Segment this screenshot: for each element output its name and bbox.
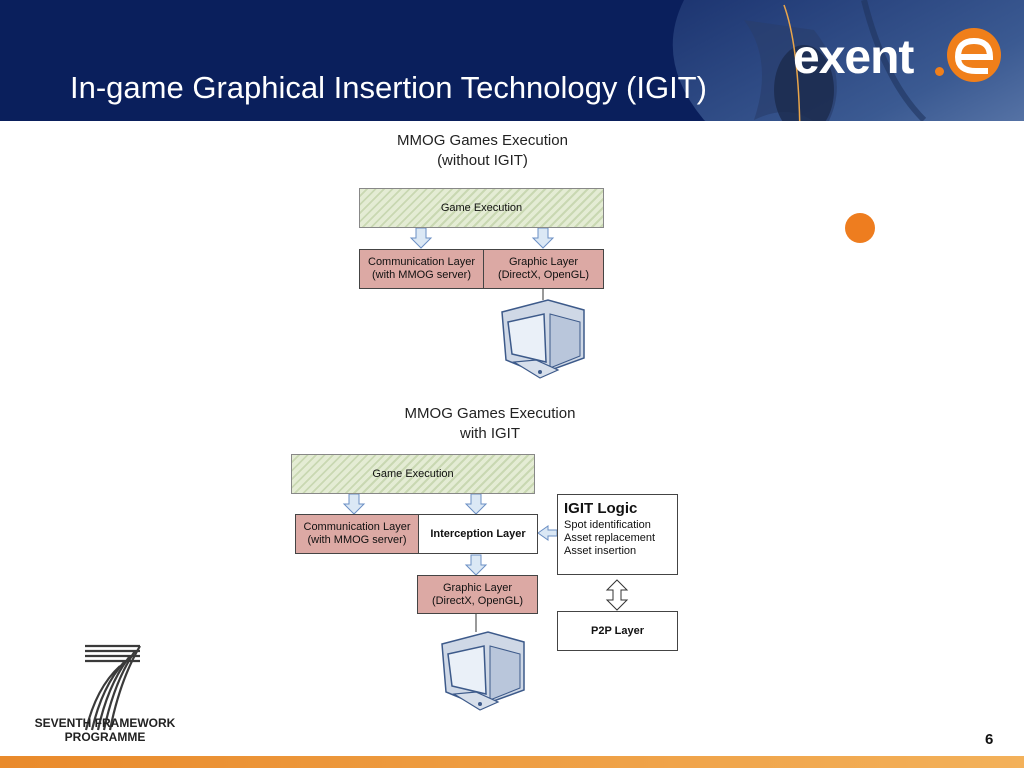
arrow-down-icon <box>465 554 487 576</box>
box-label: (DirectX, OpenGL) <box>431 594 524 607</box>
top-diagram-heading: MMOG Games Execution (without IGIT) <box>360 131 605 171</box>
graphic-layer-box: Graphic Layer (DirectX, OpenGL) <box>483 249 604 289</box>
header-banner: In-game Graphical Insertion Technology (… <box>0 0 1024 121</box>
box-label: (with MMOG server) <box>307 534 407 546</box>
arrow-down-icon <box>532 227 554 249</box>
arrow-down-icon <box>343 493 365 515</box>
bottom-diagram-heading: MMOG Games Execution with IGIT <box>370 404 610 444</box>
heading-line: with IGIT <box>459 425 520 442</box>
arrow-left-icon <box>537 525 558 541</box>
box-label: Game Execution <box>440 201 523 214</box>
arrow-down-icon <box>410 227 432 249</box>
box-label: (DirectX, OpenGL) <box>497 269 590 281</box>
heading-line: MMOG Games Execution <box>397 132 568 149</box>
box-label: (with MMOG server) <box>372 269 471 281</box>
seventh-framework-caption: SEVENTH FRAMEWORK PROGRAMME <box>30 716 180 744</box>
caption-line: PROGRAMME <box>64 730 146 744</box>
box-label: Graphic Layer <box>508 256 579 268</box>
exent-e-logo-icon <box>947 28 1001 82</box>
double-arrow-icon <box>605 579 629 611</box>
page-number: 6 <box>985 731 994 748</box>
logo-dot-icon <box>935 67 944 76</box>
igit-logic-box: IGIT Logic Spot identification Asset rep… <box>557 494 678 575</box>
footer-bar <box>0 756 1024 768</box>
caption-line: SEVENTH FRAMEWORK <box>34 716 176 730</box>
igit-logic-title: IGIT Logic <box>564 500 638 517</box>
igit-logic-item: Asset insertion <box>564 545 637 557</box>
interception-layer-box: Interception Layer <box>418 514 538 554</box>
monitor-icon <box>501 299 585 379</box>
arrow-down-icon <box>465 493 487 515</box>
box-label: Communication Layer <box>303 521 411 533</box>
game-execution-box: Game Execution <box>359 188 604 228</box>
heading-line: MMOG Games Execution <box>404 405 576 422</box>
communication-layer-box: Communication Layer (with MMOG server) <box>359 249 484 289</box>
box-label: Communication Layer <box>368 256 475 268</box>
graphic-layer-box: Graphic Layer (DirectX, OpenGL) <box>417 575 538 614</box>
igit-logic-item: Spot identification <box>564 519 651 531</box>
box-label: Game Execution <box>372 467 454 480</box>
box-label: P2P Layer <box>590 624 644 637</box>
box-label: Graphic Layer <box>442 581 513 594</box>
box-label: Interception Layer <box>430 527 526 540</box>
orange-dot-decoration <box>845 213 875 243</box>
monitor-icon <box>441 631 525 711</box>
slide-title: In-game Graphical Insertion Technology (… <box>70 70 707 105</box>
header-game-artwork <box>672 0 1024 121</box>
seventh-framework-logo-icon <box>84 644 141 731</box>
igit-logic-item: Asset replacement <box>564 532 656 544</box>
game-execution-box: Game Execution <box>291 454 535 494</box>
p2p-layer-box: P2P Layer <box>557 611 678 651</box>
heading-line: (without IGIT) <box>437 152 528 169</box>
exent-logo-text: exent <box>793 31 914 84</box>
communication-layer-box: Communication Layer (with MMOG server) <box>295 514 419 554</box>
